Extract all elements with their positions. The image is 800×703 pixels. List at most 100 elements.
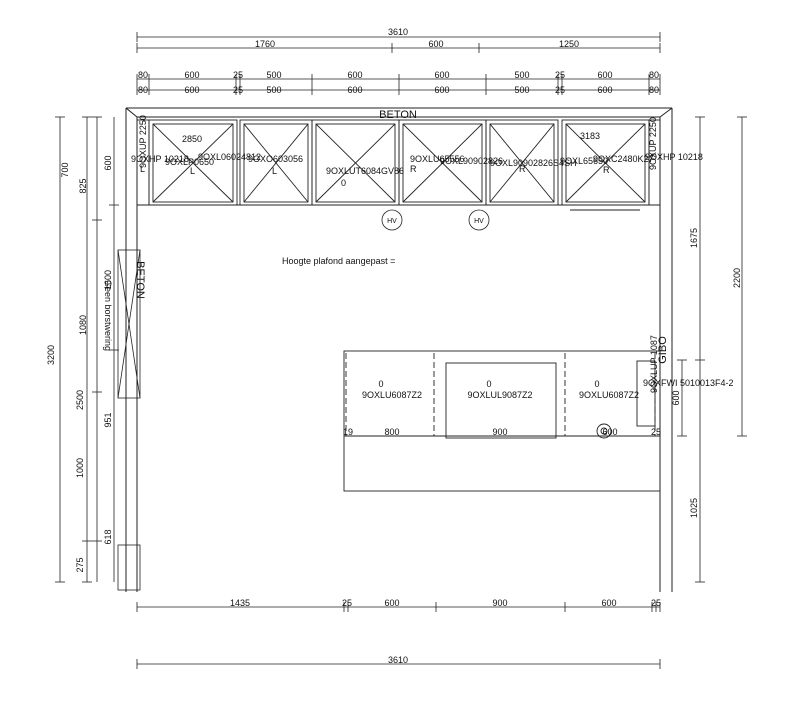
dim-right-outer: 2200 [732,268,742,288]
dim-bottom-segment: 600 [601,598,616,608]
island-dim: 900 [492,427,507,437]
dim-row3-item: 500 [266,70,281,80]
wall-unit-side: L [272,166,277,176]
wall-unit-code: 9OXLUT6084GV86 [326,166,404,176]
dim-top-overall: 3610 [388,27,408,37]
wall-unit-side: 0 [341,178,346,188]
dim-left-col3: 1080 [78,315,88,335]
dim-row4-item: 25 [555,85,565,95]
dim-bottom-segment: 900 [492,598,507,608]
island-unit-code: 9OXLU6087Z2 [579,390,639,400]
dim-row3-item: 600 [597,70,612,80]
dim-row4-item: 25 [233,85,243,95]
dim-left-col3: 825 [78,178,88,193]
island-unit-number: 0 [594,379,599,389]
dim-top-row3: 80 600 25 500 600 600 500 25 600 80 [138,70,659,80]
dim-left-inner: 618 [103,529,113,544]
ceiling-note: Hoogte plafond aangepast = [282,256,395,266]
island-unit-code: 9OXLUL9087Z2 [467,390,532,400]
wall-label-top: BETON [379,109,417,121]
dim-left-col3: 700 [60,162,70,177]
dim-right-col2: 1025 [689,498,699,518]
left-note: Geen borstwering [103,280,113,351]
wall-unit-code: 9OXL90902826S4SH [490,158,577,168]
wall-unit-side: L [190,166,195,176]
fridge-label: 9OXFWI 5010013F4-2 [643,378,734,388]
dim-right-col2: 1675 [689,228,699,248]
dim-row4-item: 600 [597,85,612,95]
dim-left-inner: 1600 [103,270,113,290]
dim-row3-item: 600 [184,70,199,80]
wall-unit-code: 9OXC2480K27 [593,154,654,164]
hv-symbol-label: HV [387,218,397,225]
dim-bottom-segment: 1435 [230,598,250,608]
dim-left-inner: 600 [103,155,113,170]
dim-left-col2: 2500 [75,390,85,410]
dim-row4-item: 80 [138,85,148,95]
island-unit-code: 9OXLU6087Z2 [362,390,422,400]
dim-row4-item: 500 [514,85,529,95]
wall-unit-side: R [519,164,526,174]
dim-bottom-overall: 3610 [388,655,408,665]
dim-row4-item: 600 [184,85,199,95]
wall-unit-code: 9OXHP 10218 [645,152,703,162]
vertical-label-top-right: 9OXUP 2250 [648,117,658,170]
wall-unit-code: 9OXL06024812 [198,152,261,162]
dim-top-segment: 600 [428,39,443,49]
wall-unit-code: 9OXLP0650 [165,157,214,167]
bottom-dimensions [136,602,661,669]
dim-row4-item: 500 [266,85,281,95]
island-unit-number: 0 [486,379,491,389]
wall-unit-codes: 9OXHP 10218 L 2850 9OXLP0650 9OXL0602481… [131,131,703,188]
dim-bottom-segment: 600 [384,598,399,608]
wall-unit-number: 2850 [182,134,202,144]
wall-cabinets [136,119,661,211]
wall-unit-code: 9OXO603056 [248,154,303,164]
wall-unit-code: 9OXHP 10218 [131,154,189,164]
hv-symbol-label: HV [474,218,484,225]
wall-unit-number: 3183 [580,131,600,141]
dim-row3-item: 25 [555,70,565,80]
island-dim: 25 [651,427,661,437]
dim-row4-item: 600 [434,85,449,95]
left-dimensions [55,116,119,583]
dim-top-segment: 1760 [255,39,275,49]
dim-row3-item: 600 [347,70,362,80]
island-dims: 19 800 900 600 25 [343,427,661,437]
hv-symbols: HV HV [381,209,490,231]
dim-right-inner: 600 [671,390,681,405]
dim-left-outer: 3200 [46,345,56,365]
wall-unit-side: R [603,165,610,175]
right-dimensions [677,116,747,583]
island-dim: 19 [343,427,353,437]
kitchen-island [343,350,661,492]
dim-row3-item: 25 [233,70,243,80]
wall-unit-code: 9OXL90902826 [440,156,503,166]
dim-bottom-segment: 25 [651,598,661,608]
island-dim: 800 [384,427,399,437]
dim-top-segment: 1250 [559,39,579,49]
dim-left-col2: 275 [75,557,85,572]
dim-row4-item: 80 [649,85,659,95]
dim-row3-item: 500 [514,70,529,80]
dim-left-col3: 1000 [75,458,85,478]
wall-unit-code: 9OXL65650 [560,156,608,166]
dim-left-inner: 951 [103,412,113,427]
wall-unit-side: L [140,164,145,174]
top-dimensions [136,32,661,95]
dim-bottom-segment: 25 [342,598,352,608]
wall-unit-code: 9OXLU65556 [410,154,465,164]
vertical-label-tall-unit: 9OXLUP 1087 [649,335,659,393]
wall-unit-side: R [410,164,417,174]
dim-row3-item: 80 [138,70,148,80]
left-wall-element [117,249,141,591]
vertical-label-top-left: 9OXUP 2250 [138,115,148,168]
island-dim: 600 [602,427,617,437]
dim-row4-item: 600 [347,85,362,95]
dim-top-row4: 80 600 25 500 600 600 500 25 600 80 [138,85,659,95]
dim-row3-item: 600 [434,70,449,80]
island-unit-labels: 0 9OXLU6087Z2 0 9OXLUL9087Z2 0 9OXLU6087… [362,379,639,400]
dim-row3-item: 80 [649,70,659,80]
island-unit-number: 0 [378,379,383,389]
